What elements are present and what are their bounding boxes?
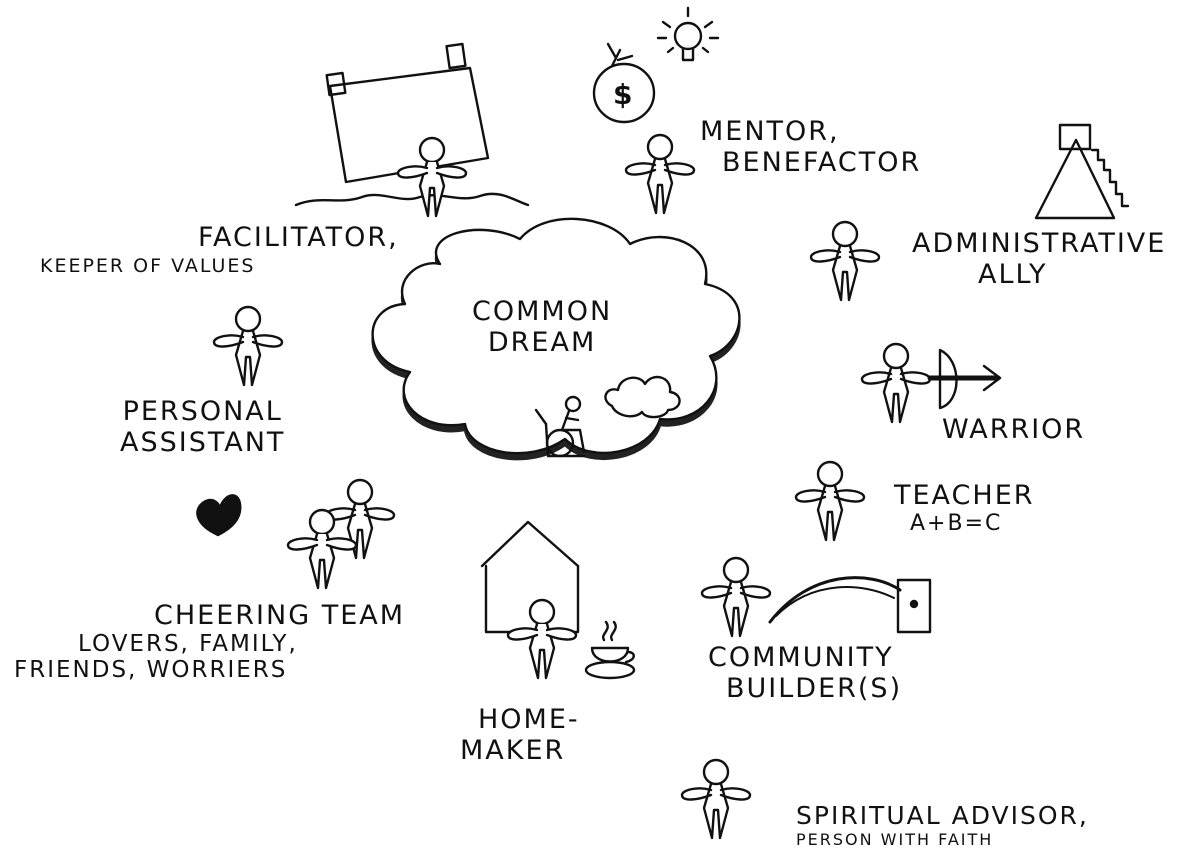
heart-icon bbox=[196, 494, 242, 537]
spiritual-line2: PERSON WITH FAITH bbox=[796, 829, 994, 849]
community-line1: COMMUNITY bbox=[708, 642, 894, 673]
warrior-line1: WARRIOR bbox=[942, 414, 1086, 445]
facilitator-title: FACILITATOR, bbox=[198, 222, 399, 253]
warrior-label: WARRIOR bbox=[942, 414, 1085, 445]
admin-ally-figure-icon bbox=[809, 220, 881, 302]
community-line2: BUILDER(S) bbox=[726, 673, 903, 705]
facilitator-label: FACILITATOR, bbox=[198, 222, 399, 253]
teacher-label: TEACHER A+B=C bbox=[894, 480, 1035, 536]
homemaker-figure-icon bbox=[506, 598, 578, 680]
mentor-figure-icon bbox=[624, 133, 696, 215]
common-dream-label: COMMON DREAM bbox=[472, 296, 612, 358]
teacup-icon bbox=[584, 620, 636, 680]
homemaker-line2: MAKER bbox=[460, 735, 566, 767]
personal-assistant-label: PERSONAL ASSISTANT bbox=[120, 396, 285, 458]
cheering-line1: CHEERING TEAM bbox=[154, 600, 406, 631]
mentor-line1: MENTOR, bbox=[700, 116, 840, 147]
homemaker-line1: HOME- bbox=[478, 704, 580, 735]
community-builder-figure-icon bbox=[700, 556, 772, 638]
admin-line2: ALLY bbox=[978, 259, 1048, 291]
teacher-figure-icon bbox=[794, 460, 866, 542]
svg-text:$: $ bbox=[613, 78, 632, 111]
personal-assistant-figure-icon bbox=[212, 305, 284, 387]
personal-line2: ASSISTANT bbox=[120, 427, 286, 459]
pyramid-stairs-icon bbox=[1034, 123, 1130, 220]
teacher-line2: A+B=C bbox=[910, 511, 1003, 537]
facilitator-figure-icon bbox=[396, 136, 468, 218]
small-cloud-icon bbox=[604, 375, 681, 419]
personal-line1: PERSONAL bbox=[122, 396, 283, 427]
cheering-team-label: CHEERING TEAM LOVERS, FAMILY, FRIENDS, W… bbox=[14, 600, 405, 684]
spiritual-advisor-label: SPIRITUAL ADVISOR, PERSON WITH FAITH bbox=[796, 801, 1089, 849]
mentor-line2: BENEFACTOR bbox=[722, 147, 922, 179]
warrior-figure-icon bbox=[860, 342, 932, 424]
wheelchair-person-icon bbox=[534, 395, 586, 458]
mentor-label: MENTOR, BENEFACTOR bbox=[700, 116, 921, 178]
spiritual-advisor-figure-icon bbox=[680, 758, 752, 840]
homemaker-label: HOME- MAKER bbox=[460, 704, 580, 766]
administrative-ally-label: ADMINISTRATIVE ALLY bbox=[912, 228, 1166, 290]
money-bag-icon: $ bbox=[592, 42, 656, 124]
common-dream-line1: COMMON bbox=[472, 296, 613, 327]
door-icon bbox=[768, 576, 932, 634]
flipchart-icon bbox=[294, 42, 530, 207]
spiritual-line1: SPIRITUAL ADVISOR, bbox=[796, 801, 1089, 830]
cheering-figure-2-icon bbox=[286, 508, 358, 590]
admin-line1: ADMINISTRATIVE bbox=[912, 228, 1167, 259]
common-dream-line2: DREAM bbox=[487, 327, 597, 359]
cheering-line2: LOVERS, FAMILY, bbox=[78, 631, 298, 658]
cheering-line3: FRIENDS, WORRIERS bbox=[14, 657, 288, 684]
community-builder-label: COMMUNITY BUILDER(S) bbox=[708, 642, 902, 704]
teacher-line1: TEACHER bbox=[894, 480, 1035, 511]
dream-cloud bbox=[371, 217, 741, 455]
bow-arrow-icon bbox=[927, 348, 1002, 410]
facilitator-subtitle: KEEPER OF VALUES bbox=[40, 255, 256, 277]
lightbulb-icon bbox=[656, 6, 720, 62]
